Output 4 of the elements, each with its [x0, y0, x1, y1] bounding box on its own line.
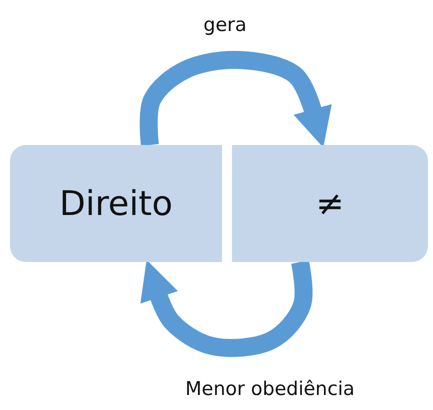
node-label: Direito — [59, 184, 173, 224]
rounded-box — [232, 145, 428, 262]
rounded-box — [10, 145, 222, 262]
node-label: ≠ — [316, 184, 344, 224]
